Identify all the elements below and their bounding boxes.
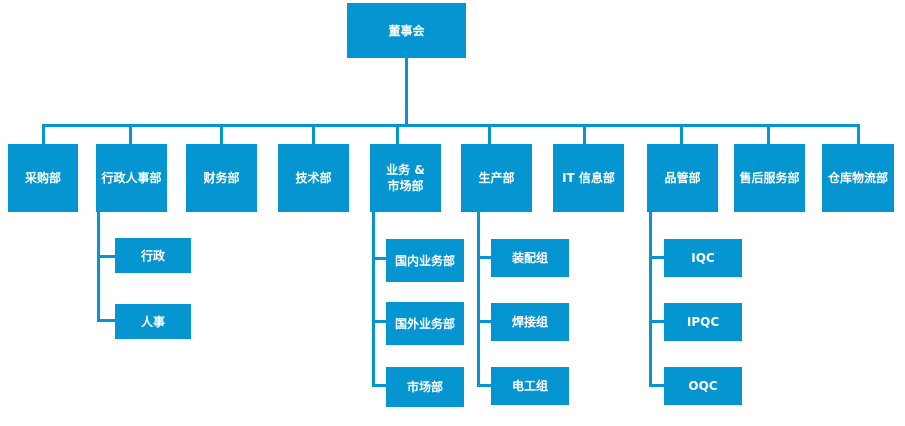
dept-node-purchasing: 采购部 [8, 144, 78, 212]
dept-node-finance: 财务部 [186, 144, 257, 212]
dept-node-technology: 技术部 [278, 144, 349, 212]
dept-node-quality: 品管部 [647, 144, 718, 212]
sub-branch [649, 384, 664, 387]
dept-connector [396, 124, 399, 144]
dept-node-business-marketing: 业务 & 市场部 [370, 144, 441, 212]
sub-branch [372, 320, 386, 323]
dept-node-admin-hr: 行政人事部 [96, 144, 167, 212]
sub-node-electrical: 电工组 [491, 367, 569, 405]
sub-node-welding: 焊接组 [491, 303, 569, 341]
root-connector [405, 58, 408, 126]
sub-node-overseas-business: 国外业务部 [386, 302, 464, 345]
dept-connector [129, 124, 132, 144]
dept-node-it: IT 信息部 [553, 144, 624, 212]
dept-node-production: 生产部 [461, 144, 532, 212]
department-bus [42, 124, 860, 127]
sub-branch [372, 384, 386, 387]
dept-connector [583, 124, 586, 144]
sub-node-ipqc: IPQC [664, 303, 742, 341]
sub-trunk [649, 212, 652, 387]
sub-branch [477, 256, 491, 259]
dept-node-warehouse-logistics: 仓库物流部 [822, 144, 894, 212]
sub-node-iqc: IQC [664, 239, 742, 277]
sub-branch [97, 319, 115, 322]
sub-node-assembly: 装配组 [491, 239, 569, 277]
sub-branch [477, 384, 491, 387]
dept-connector [767, 124, 770, 144]
dept-connector [680, 124, 683, 144]
sub-branch [649, 256, 664, 259]
sub-branch [372, 257, 386, 260]
sub-branch [477, 320, 491, 323]
sub-trunk [372, 212, 375, 387]
sub-node-hr: 人事 [115, 304, 191, 339]
sub-node-admin: 行政 [115, 238, 191, 273]
dept-node-after-sales: 售后服务部 [734, 144, 805, 212]
sub-node-domestic-business: 国内业务部 [386, 239, 464, 282]
dept-connector [488, 124, 491, 144]
root-node: 董事会 [347, 3, 466, 58]
sub-branch [649, 320, 664, 323]
dept-connector [312, 124, 315, 144]
sub-trunk [97, 212, 100, 322]
dept-connector [857, 124, 860, 144]
sub-branch [97, 255, 115, 258]
sub-trunk [477, 212, 480, 387]
dept-connector [42, 124, 45, 144]
sub-node-marketing: 市场部 [386, 367, 464, 407]
sub-node-oqc: OQC [664, 367, 742, 405]
dept-connector [220, 124, 223, 144]
